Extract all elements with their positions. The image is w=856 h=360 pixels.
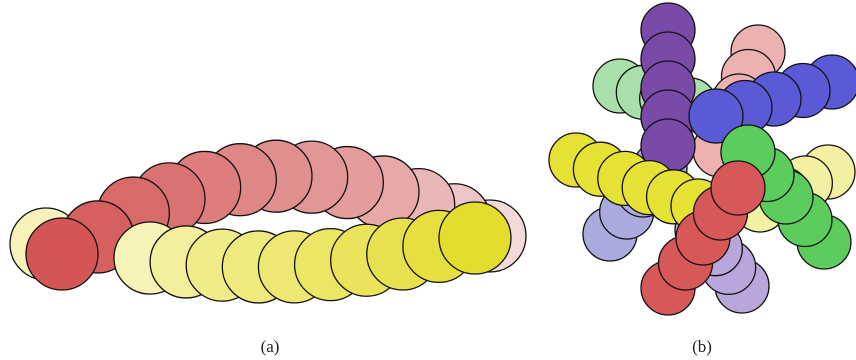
panel-a-caption: (a) — [261, 337, 280, 356]
bead-red — [710, 160, 766, 216]
panel-a-bead-chain — [9, 139, 527, 304]
bead-yellow-front — [438, 201, 512, 275]
bead-blue — [688, 88, 744, 144]
panel-b-caption: (b) — [692, 337, 712, 356]
bead-red — [25, 217, 99, 291]
panel-b-star-bundle — [548, 2, 856, 316]
